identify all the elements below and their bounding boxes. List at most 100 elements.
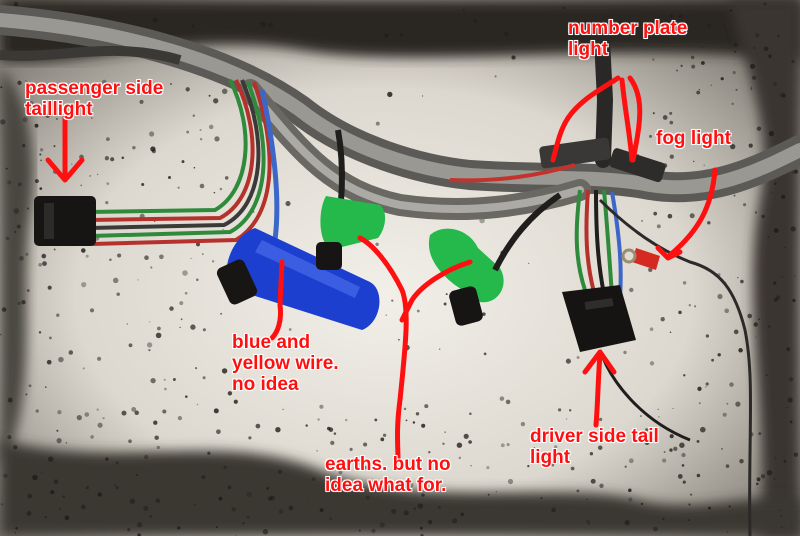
soot-speck bbox=[85, 254, 89, 258]
soot-speck bbox=[669, 448, 673, 452]
soot-speck bbox=[13, 208, 20, 214]
soot-speck bbox=[791, 59, 795, 64]
soot-speck bbox=[15, 526, 18, 530]
soot-speck bbox=[202, 253, 204, 255]
soot-speck bbox=[753, 46, 756, 50]
arrow-fog-light bbox=[655, 167, 718, 261]
soot-speck bbox=[696, 473, 701, 478]
soot-speck bbox=[144, 255, 149, 260]
soot-speck bbox=[533, 447, 536, 449]
soot-speck bbox=[96, 408, 99, 411]
soot-speck bbox=[0, 119, 6, 125]
soot-speck bbox=[327, 426, 331, 431]
soot-speck bbox=[749, 63, 756, 69]
soot-speck bbox=[70, 86, 73, 89]
soot-speck bbox=[227, 485, 232, 490]
soot-speck bbox=[701, 46, 704, 48]
soot-speck bbox=[121, 156, 125, 160]
soot-speck bbox=[192, 114, 196, 117]
soot-speck bbox=[445, 293, 448, 296]
right-shadow bbox=[730, 0, 800, 536]
soot-speck bbox=[391, 299, 394, 302]
soot-speck bbox=[213, 98, 219, 104]
soot-speck bbox=[733, 42, 738, 48]
soot-speck bbox=[780, 515, 782, 517]
soot-speck bbox=[329, 517, 332, 520]
soot-speck bbox=[152, 17, 158, 23]
soot-speck bbox=[669, 154, 674, 159]
soot-speck bbox=[137, 279, 139, 281]
soot-speck bbox=[97, 356, 102, 361]
soot-speck bbox=[683, 374, 686, 377]
soot-speck bbox=[157, 326, 161, 331]
soot-speck bbox=[399, 33, 403, 37]
soot-speck bbox=[673, 446, 678, 451]
soot-speck bbox=[96, 173, 99, 176]
soot-speck bbox=[652, 58, 655, 61]
soot-speck bbox=[384, 33, 389, 38]
soot-speck bbox=[27, 493, 33, 499]
soot-speck bbox=[208, 94, 211, 97]
soot-speck bbox=[131, 406, 137, 412]
soot-speck bbox=[672, 407, 674, 410]
soot-speck bbox=[363, 442, 368, 447]
soot-speck bbox=[282, 408, 284, 411]
soot-speck bbox=[710, 84, 713, 87]
soot-speck bbox=[153, 420, 158, 425]
soot-speck bbox=[199, 137, 203, 141]
soot-speck bbox=[417, 503, 424, 509]
soot-speck bbox=[262, 529, 269, 535]
soot-speck bbox=[696, 90, 701, 95]
soot-speck bbox=[688, 304, 692, 307]
soot-speck bbox=[305, 424, 308, 427]
soot-speck bbox=[678, 310, 682, 315]
soot-speck bbox=[214, 136, 220, 142]
soot-speck bbox=[774, 457, 777, 459]
soot-speck bbox=[691, 64, 696, 69]
soot-speck bbox=[415, 412, 420, 416]
soot-speck bbox=[134, 410, 139, 416]
soot-speck bbox=[177, 186, 180, 189]
soot-speck bbox=[711, 358, 714, 362]
soot-speck bbox=[780, 92, 786, 98]
soot-speck bbox=[768, 54, 772, 58]
soot-speck bbox=[80, 184, 82, 187]
soot-speck bbox=[136, 521, 143, 528]
soot-speck bbox=[7, 180, 12, 185]
soot-speck bbox=[669, 120, 674, 125]
soot-speck bbox=[106, 137, 110, 141]
soot-speck bbox=[146, 342, 153, 348]
soot-speck bbox=[677, 474, 683, 479]
soot-speck bbox=[39, 153, 42, 156]
soot-speck bbox=[599, 483, 604, 488]
soot-speck bbox=[408, 482, 414, 488]
soot-speck bbox=[44, 106, 47, 109]
soot-speck bbox=[649, 327, 654, 331]
soot-speck bbox=[682, 281, 687, 285]
soot-speck bbox=[412, 421, 416, 424]
soot-speck bbox=[91, 117, 93, 119]
soot-speck bbox=[275, 426, 281, 433]
soot-speck bbox=[50, 490, 55, 495]
soot-speck bbox=[126, 323, 128, 325]
soot-speck bbox=[653, 526, 658, 532]
soot-speck bbox=[169, 306, 174, 311]
soot-speck bbox=[520, 421, 526, 427]
soot-speck bbox=[112, 277, 119, 284]
soot-speck bbox=[269, 495, 275, 501]
soot-speck bbox=[27, 207, 30, 210]
passenger-wires bbox=[89, 79, 272, 246]
soot-speck bbox=[640, 502, 644, 506]
soot-speck bbox=[246, 515, 250, 519]
soot-speck bbox=[102, 417, 105, 420]
soot-speck bbox=[553, 445, 558, 449]
soot-speck bbox=[184, 291, 188, 295]
soot-speck bbox=[528, 262, 530, 264]
soot-speck bbox=[144, 454, 149, 460]
soot-speck bbox=[763, 46, 769, 52]
soot-speck bbox=[679, 442, 685, 448]
soot-speck bbox=[371, 528, 376, 533]
soot-speck bbox=[511, 55, 516, 60]
soot-speck bbox=[134, 19, 136, 21]
